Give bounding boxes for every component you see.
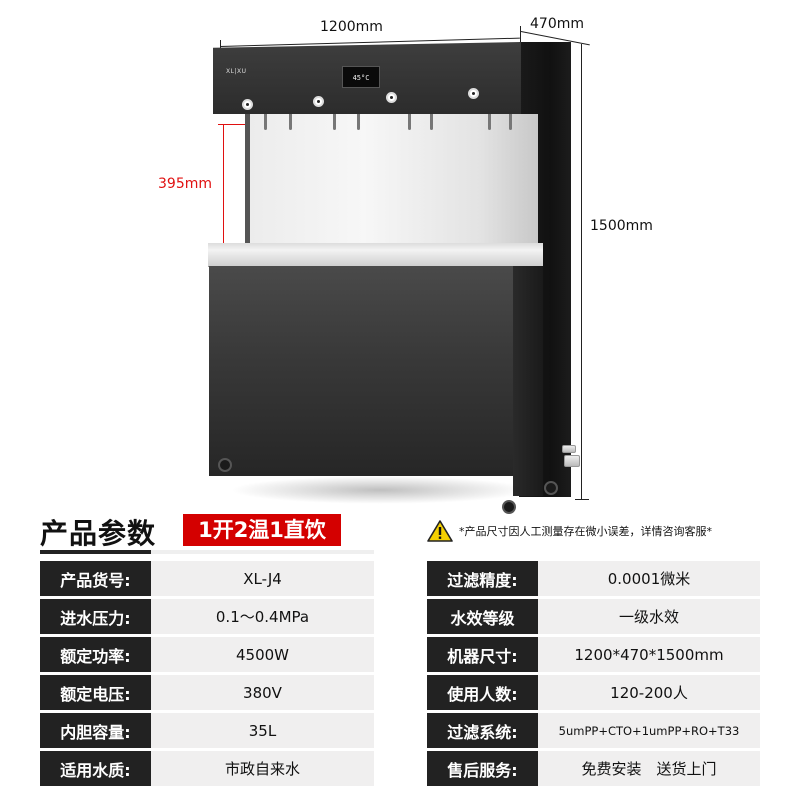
spec-row: 售后服务: 免费安装 送货上门 <box>427 751 760 786</box>
brand-logo: XL|XU <box>226 68 247 75</box>
tap-spout <box>488 114 491 130</box>
spec-row: 过滤系统: 5umPP+CTO+1umPP+RO+T33 <box>427 713 760 748</box>
tap-knob-3 <box>386 92 397 103</box>
height-dimension-line <box>581 44 582 500</box>
spec-value: 0.1～0.4MPa <box>151 599 374 634</box>
caster-wheel <box>218 458 232 472</box>
tap-knob-4 <box>468 88 479 99</box>
tap-spout <box>408 114 411 130</box>
spec-value: 380V <box>151 675 374 710</box>
spec-label: 内胆容量: <box>40 713 151 748</box>
spec-label: 过滤精度: <box>427 561 538 596</box>
tap-spout <box>509 114 512 130</box>
spec-value: 市政自来水 <box>151 751 374 786</box>
spec-row: 进水压力: 0.1～0.4MPa <box>40 599 374 634</box>
spec-row: 适用水质: 市政自来水 <box>40 751 374 786</box>
spec-row: 额定电压: 380V <box>40 675 374 710</box>
machine-cabinet <box>209 266 519 476</box>
spec-row: 过滤精度: 0.0001微米 <box>427 561 760 596</box>
title-underline-light <box>151 550 374 554</box>
spec-table-left: 产品货号: XL-J4 进水压力: 0.1～0.4MPa 额定功率: 4500W… <box>40 561 374 789</box>
floor-shadow <box>230 476 530 504</box>
spec-value: 0.0001微米 <box>538 561 760 596</box>
title-underline-dark <box>40 550 151 554</box>
tap-spout <box>333 114 336 130</box>
spec-value: 120-200人 <box>538 675 760 710</box>
spec-label: 售后服务: <box>427 751 538 786</box>
tap-knob-2 <box>313 96 324 107</box>
width-dimension-tick-left <box>220 40 221 54</box>
spec-value: XL-J4 <box>151 561 374 596</box>
caster-wheel <box>502 500 516 514</box>
tap-knob-1 <box>242 99 253 110</box>
spec-label: 过滤系统: <box>427 713 538 748</box>
tap-height-dimension-line <box>223 124 224 244</box>
spec-row: 使用人数: 120-200人 <box>427 675 760 710</box>
spec-label: 额定功率: <box>40 637 151 672</box>
product-illustration: 1200mm 470mm 1500mm 395mm XL|XU 45°C <box>158 16 653 514</box>
tap-height-dimension-label: 395mm <box>158 176 212 192</box>
spec-value: 1200*470*1500mm <box>538 637 760 672</box>
height-dimension-tick-bottom <box>575 499 589 500</box>
spec-value: 一级水效 <box>538 599 760 634</box>
measurement-notice: *产品尺寸因人工测量存在微小误差，详情咨询客服* <box>427 520 712 542</box>
drip-tray <box>208 243 543 267</box>
spec-label: 适用水质: <box>40 751 151 786</box>
spec-label: 机器尺寸: <box>427 637 538 672</box>
warning-triangle-icon <box>427 520 453 542</box>
spec-value: 免费安装 送货上门 <box>538 751 760 786</box>
temperature-display: 45°C <box>342 66 380 88</box>
tap-spout <box>264 114 267 130</box>
spec-row: 机器尺寸: 1200*470*1500mm <box>427 637 760 672</box>
machine-cabinet-side <box>513 266 543 496</box>
tap-spout <box>430 114 433 130</box>
spec-row: 额定功率: 4500W <box>40 637 374 672</box>
spec-label: 水效等级 <box>427 599 538 634</box>
spec-table-right: 过滤精度: 0.0001微米 水效等级 一级水效 机器尺寸: 1200*470*… <box>427 561 760 789</box>
spec-row: 内胆容量: 35L <box>40 713 374 748</box>
measurement-notice-text: *产品尺寸因人工测量存在微小误差，详情咨询客服* <box>459 525 712 538</box>
spec-label: 产品货号: <box>40 561 151 596</box>
tap-spout <box>289 114 292 130</box>
height-dimension-label: 1500mm <box>590 218 653 234</box>
section-title: 产品参数 <box>40 517 157 550</box>
spec-value: 35L <box>151 713 374 748</box>
spec-label: 使用人数: <box>427 675 538 710</box>
spec-value: 5umPP+CTO+1umPP+RO+T33 <box>538 713 760 748</box>
inlet-pipe <box>562 445 576 453</box>
tap-spout <box>357 114 360 130</box>
spec-row: 产品货号: XL-J4 <box>40 561 374 596</box>
spec-label: 额定电压: <box>40 675 151 710</box>
width-dimension-label: 1200mm <box>320 19 383 35</box>
spec-value: 4500W <box>151 637 374 672</box>
caster-wheel <box>544 481 558 495</box>
machine-back-panel <box>248 114 538 244</box>
spec-label: 进水压力: <box>40 599 151 634</box>
spec-row: 水效等级 一级水效 <box>427 599 760 634</box>
depth-dimension-label: 470mm <box>530 16 584 32</box>
outlet-pipe <box>564 455 580 467</box>
config-badge: 1开2温1直饮 <box>183 514 341 546</box>
tap-height-dimension-tick <box>218 124 248 125</box>
machine-left-post <box>245 114 250 244</box>
width-dimension-tick-right <box>520 26 521 44</box>
